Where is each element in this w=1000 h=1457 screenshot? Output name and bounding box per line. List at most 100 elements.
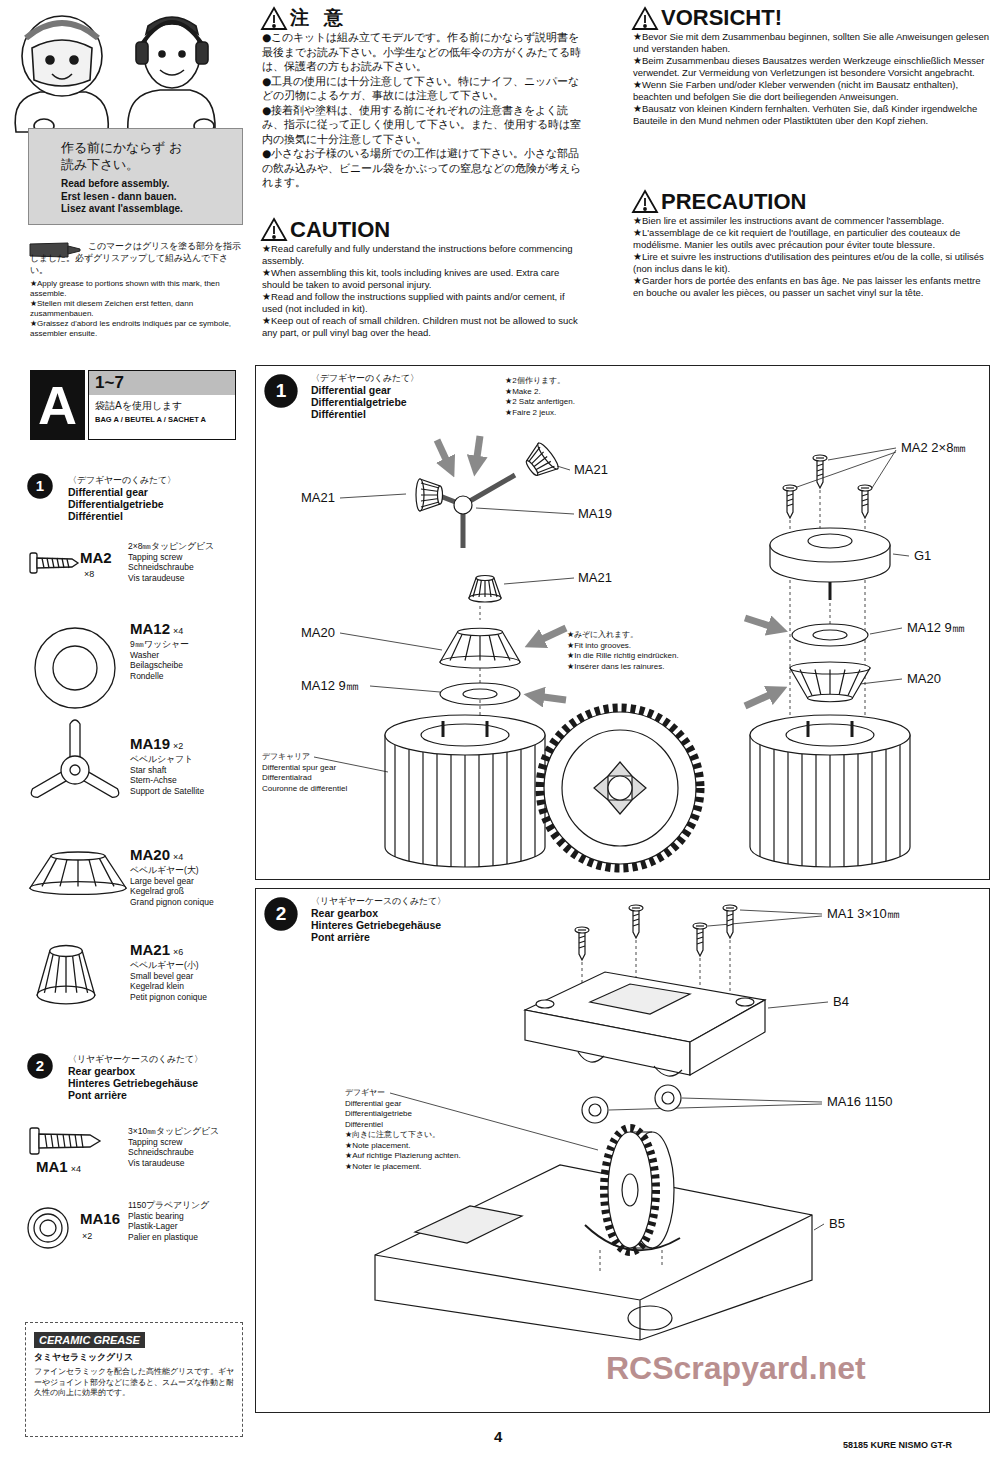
section-letter: A: [30, 370, 85, 440]
caution-note: ●工具の使用には十分注意して下さい。特にナイフ、ニッパーなどの刃物によるケガ、事…: [262, 74, 584, 103]
part-callout: MA16 1150: [826, 1094, 894, 1110]
label-group: ベベルシャフトStar shaftStern-AchseSupport de S…: [130, 754, 204, 796]
part-callout: MA20: [300, 625, 336, 641]
step-heading: Pont arrière: [68, 1089, 203, 1101]
assembly-note: ★Fit into grooves.: [567, 641, 679, 652]
label-group: MA21×6: [130, 941, 183, 959]
label-group: MA2 2×8㎜: [900, 440, 967, 456]
caution-heading: CAUTION: [262, 216, 584, 243]
grease-note: ★Apply grease to portions shown with thi…: [30, 279, 245, 299]
part-callout: MA2 2×8㎜: [900, 440, 967, 456]
label-group: MA19: [577, 506, 613, 522]
node-text: BAG A / BEUTEL A / SACHET A: [89, 413, 235, 427]
assembly-note: Differential gear: [345, 1099, 461, 1110]
part-number: MA16: [80, 1210, 120, 1228]
assembly-note: ★Note placement.: [345, 1141, 461, 1152]
label-group: 9㎜ワッシャーWasherBeilagscheibeRondelle: [130, 639, 189, 681]
part-description: Rondelle: [130, 671, 189, 682]
assembly-note: Couronne de différentiel: [262, 784, 347, 795]
caution-note: ★Bausatz von kleinen Kindern fernhalten.…: [633, 103, 991, 127]
part-description: Star shaft: [130, 765, 204, 776]
part-description: Palier en plastique: [128, 1232, 209, 1243]
assembly-note: Différentiel: [345, 1120, 461, 1131]
label-group: MA21: [577, 570, 613, 586]
label-group: 注 意●このキットは組み立てモデルです。作る前にかならず説明書を最後までお読み下…: [262, 4, 584, 190]
caution-note: ★Lire et suivre les instructions d'utili…: [633, 251, 991, 275]
label-group: ×8: [84, 568, 94, 580]
part-description: Vis taraudeuse: [128, 573, 214, 584]
part-description: Grand pignon conique: [130, 897, 214, 908]
label-group: MA21: [300, 490, 336, 506]
circle-shape: [27, 1053, 52, 1078]
grease-arrow: [437, 436, 776, 1196]
kit-number: 58185 KURE NISMO GT-R: [843, 1439, 952, 1451]
part-number: MA19: [130, 735, 170, 753]
part-count: ×4: [71, 1163, 81, 1175]
part-description: Schneidschraube: [128, 1147, 219, 1158]
warning-triangle: [262, 8, 657, 240]
caution-note: ★L'assemblage de ce kit requiert de l'ou…: [633, 227, 991, 251]
grease-info-box: CERAMIC GREASEタミヤセラミックグリスファインセラミックを配合した高…: [25, 1322, 243, 1437]
assembly-note: Differentialgetriebe: [345, 1109, 461, 1120]
label-group: 〈リヤギヤーケースのくみたて〉Rear gearboxHinteres Getr…: [68, 1053, 203, 1101]
label-group: 〈デフギヤーのくみたて〉Differential gearDifferentia…: [68, 474, 176, 522]
assembly-note: デフギヤー: [345, 1088, 461, 1099]
part-description: Large bevel gear: [130, 876, 214, 887]
node-text: 1: [27, 473, 53, 499]
caution-note: ★Beim Zusammenbau dieses Bausatzes werde…: [633, 55, 991, 79]
node-text: 2: [27, 1053, 53, 1079]
part-number: MA2: [80, 549, 112, 567]
part-callout: MA21: [577, 570, 613, 586]
node-text: 1~7: [89, 371, 235, 395]
caution-note: ★Read carefully and fully understand the…: [262, 243, 584, 267]
label-group: MA12 9㎜: [300, 678, 360, 694]
circle-shape: [264, 374, 297, 407]
label-group: PRECAUTION★Bien lire et assimiler les in…: [633, 188, 991, 299]
step-heading: Rear gearbox: [68, 1065, 203, 1077]
step-heading: Hinteres Getriebegehäuse: [68, 1077, 203, 1089]
part-count: ×4: [173, 851, 183, 863]
assembly-note: Differential spur gear: [262, 763, 347, 774]
node-text: Differentialgetriebe: [311, 396, 989, 408]
label-group: このマークはグリスを塗る部分を指示しました。必ずグリスアップして組み込んで下さい…: [30, 240, 245, 339]
label-group: MA12 9㎜: [906, 620, 966, 636]
part-description: Schneidschraube: [128, 562, 214, 573]
part-description: Stern-Achse: [130, 775, 204, 786]
caution-note: ●接着剤や塗料は、使用する前にそれぞれの注意書きをよく読み、指示に従って正しく使…: [262, 103, 584, 147]
node-text: 袋詰Aを使用します: [89, 395, 235, 413]
caution-heading: 注 意: [262, 4, 584, 30]
assembly-note: ★Insérer dans les rainures.: [567, 662, 679, 673]
label-group: MA12×4: [130, 620, 183, 638]
step-number: 1: [264, 374, 298, 408]
part-count: ×2: [173, 740, 183, 752]
caution-note: ★Garder hors de portée des enfants en ba…: [633, 275, 991, 299]
part-count: ×6: [173, 946, 183, 958]
part-icons: [28, 553, 126, 1248]
label-group: MA19×2: [130, 735, 183, 753]
label-group: MA2: [80, 549, 112, 567]
label-group: MA21: [573, 462, 609, 478]
label-group: 58185 KURE NISMO GT-R: [843, 1439, 952, 1451]
step-heading: Differentialgetriebe: [68, 498, 176, 510]
part-description: Kegelrad klein: [130, 981, 207, 992]
caution-note: ★Read and follow the instructions suppli…: [262, 291, 584, 315]
page-number: 4: [494, 1428, 502, 1446]
node-text: 2: [264, 897, 298, 931]
circle-shape: [264, 897, 297, 930]
part-description: 1150プラベアリング: [128, 1200, 209, 1211]
caution-note: ★Keep out of reach of small children. Ch…: [262, 315, 584, 339]
part-callout: MA21: [300, 490, 336, 506]
node-text: Erst lesen - dann bauen.: [61, 191, 236, 204]
grease-note: このマークはグリスを塗る部分を指示しました。必ずグリスアップして組み込んで下さい…: [30, 240, 245, 276]
assembly-note: デフキャリア: [262, 752, 347, 763]
label-group: B5: [828, 1216, 846, 1232]
node-text: Lisez avant l'assemblage.: [61, 203, 236, 216]
label-group: 4: [494, 1428, 502, 1446]
caution-note: ★Wenn Sie Farben und/oder Kleber verwend…: [633, 79, 991, 103]
part-description: Vis taraudeuse: [128, 1158, 219, 1169]
part-count: ×2: [82, 1230, 92, 1242]
label-group: MA1×4: [36, 1158, 81, 1176]
part-callout: MA19: [577, 506, 613, 522]
label-group: MA1 3×10㎜: [826, 906, 901, 922]
mascot-figures: [15, 16, 215, 133]
